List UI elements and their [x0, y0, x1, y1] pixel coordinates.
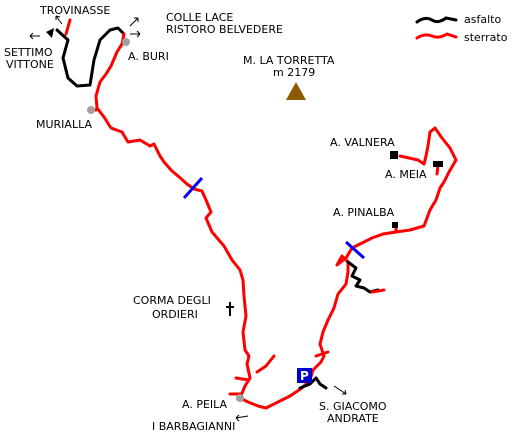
legend-asphalt-line	[415, 16, 458, 24]
label-a-meia: A. MEIA	[385, 168, 427, 181]
direction-arrow-icon	[29, 15, 347, 422]
square-hut-icon	[392, 222, 398, 228]
point-a-buri	[122, 38, 130, 46]
label-a-buri: A. BURI	[128, 50, 169, 63]
label-a-peila: A. PEILA	[182, 398, 228, 411]
triangle-peak-icon	[286, 82, 306, 100]
main-trail	[55, 18, 458, 410]
asphalt-road-top	[55, 26, 126, 88]
point-a-peila	[236, 394, 244, 402]
label-m-la-torretta-2: m 2179	[273, 66, 315, 79]
label-colle-lace-2: RISTORO BELVEDERE	[166, 23, 283, 36]
dirt-spur-lower	[314, 350, 330, 358]
dirt-spur-peila-2	[234, 376, 251, 382]
label-colle-lace-1: COLLE LACE	[166, 11, 233, 24]
parking-letter: P	[300, 369, 309, 383]
flag-icon	[46, 28, 54, 38]
label-a-pinalba: A. PINALBA	[333, 206, 395, 219]
legend-dirt-label: sterrato	[464, 31, 508, 44]
square-hut-icon	[390, 151, 398, 159]
label-trovinasse: TROVINASSE	[39, 4, 110, 17]
label-murialla: MURIALLA	[36, 118, 92, 131]
label-corma-2: ORDIERI	[152, 308, 198, 321]
label-settimo-vittone-1: SETTIMO	[4, 46, 53, 59]
dirt-trail-main	[94, 32, 458, 410]
point-murialla	[87, 106, 95, 114]
label-i-barbagianni: I BARBAGIANNI	[152, 420, 235, 433]
cross-icon	[226, 302, 234, 316]
legend-dirt-line	[415, 32, 458, 40]
label-s-giacomo-2: ANDRATE	[327, 412, 379, 425]
pass-marker-1	[182, 176, 204, 200]
dirt-branch-trovinasse	[64, 18, 72, 36]
label-s-giacomo-1: S. GIACOMO	[319, 400, 387, 413]
dirt-spur-pinalba-end	[370, 288, 386, 294]
asphalt-road-pinalba	[346, 260, 380, 294]
label-a-valnera: A. VALNERA	[330, 136, 395, 149]
label-m-la-torretta-1: M. LA TORRETTA	[243, 54, 335, 67]
square-hut-icon	[433, 161, 443, 167]
legend: asfalto sterrato	[415, 13, 508, 44]
dirt-spur-peila-1	[255, 354, 276, 374]
label-settimo-vittone-2: VITTONE	[6, 58, 54, 71]
pass-marker-2	[345, 240, 365, 260]
legend-asphalt-label: asfalto	[464, 13, 501, 26]
asphalt-road-sgiacomo	[298, 376, 328, 390]
label-corma-1: CORMA DEGLI	[133, 294, 211, 307]
parking-icon: P	[297, 368, 312, 383]
